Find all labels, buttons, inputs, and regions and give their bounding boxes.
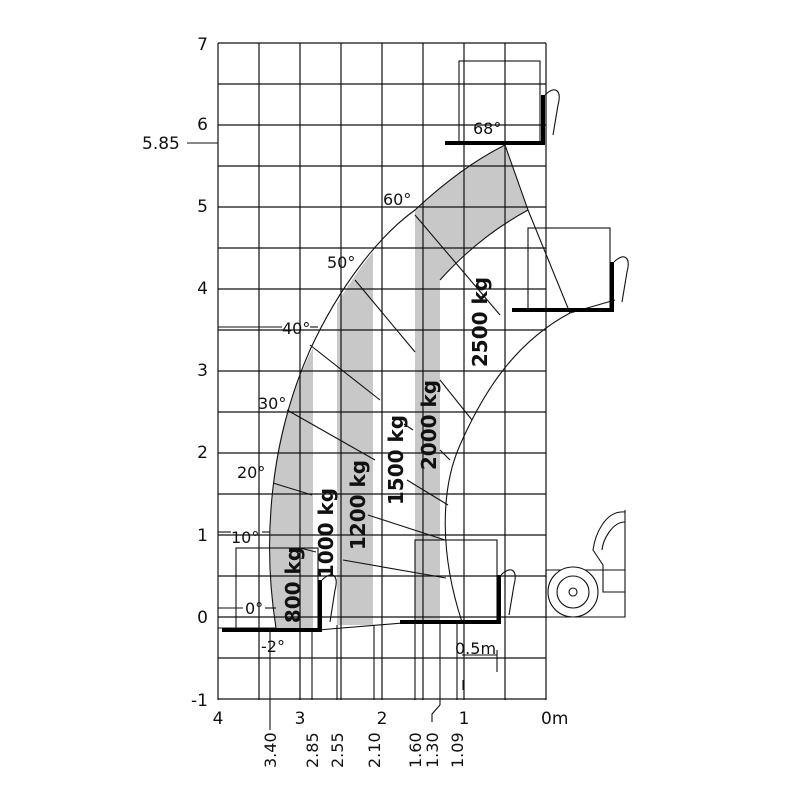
outer-envelope [269, 144, 506, 629]
load-label-1000: 1000 kg [314, 488, 338, 578]
offset-label: 0.5m [455, 639, 496, 658]
load-label-1200: 1200 kg [346, 460, 370, 550]
y-axis: 7 6 5 4 3 2 1 0 -1 [191, 35, 208, 711]
angle-label: 0° [245, 599, 263, 618]
y-tick: 3 [197, 361, 208, 381]
x-tick: 4 [213, 709, 224, 729]
y-tick: 6 [197, 115, 208, 135]
reach-label: 1.30 [423, 732, 442, 768]
load-labels: 800 kg 1000 kg 1200 kg 1500 kg 2000 kg 2… [281, 277, 492, 623]
angle-label: 20° [237, 463, 265, 482]
reach-label: 1.60 [406, 732, 425, 768]
max-height-label: 5.85 [142, 134, 180, 154]
load-label-800: 800 kg [281, 547, 305, 623]
y-tick: 0 [197, 608, 208, 628]
reach-label: 1.09 [448, 732, 467, 768]
offset-marker [462, 650, 498, 690]
x-axis: 4 3 2 1 0m [213, 709, 569, 729]
vehicle-front [545, 510, 626, 618]
band-1200kg [337, 252, 373, 625]
y-tick: 4 [197, 279, 208, 299]
x-tick: 2 [377, 709, 388, 729]
grid [217, 42, 547, 700]
fork-position-middle [512, 227, 629, 312]
reach-label: 3.40 [261, 732, 280, 768]
reach-label: 2.85 [303, 732, 322, 768]
angle-label: 50° [327, 253, 355, 272]
angle-label: 30° [258, 394, 286, 413]
x-tick: 0m [541, 709, 568, 729]
x-tick: 1 [459, 709, 470, 729]
angle-label: 10° [231, 528, 259, 547]
load-label-2000: 2000 kg [417, 380, 441, 470]
load-label-1500: 1500 kg [384, 415, 408, 505]
band-2000-2500kg [415, 145, 528, 622]
band-800kg [270, 348, 313, 628]
angle-label: -2° [261, 637, 285, 656]
load-label-2500: 2500 kg [468, 277, 492, 367]
y-tick: 7 [197, 35, 208, 55]
y-tick: -1 [191, 691, 208, 711]
angle-label: 40° [282, 319, 310, 338]
fork-position-left [222, 547, 337, 632]
y-tick: 1 [197, 526, 208, 546]
fork-position-top [445, 60, 560, 145]
reach-lines [269, 622, 458, 730]
fork-position-right [400, 539, 516, 624]
x-tick: 3 [295, 709, 306, 729]
upper-band-edge [439, 144, 571, 314]
angle-labels: 68° 60° 50° 40° 30° 20° 10° 0° -2° [231, 119, 501, 656]
reach-label: 2.10 [365, 732, 384, 768]
angle-label: 60° [383, 190, 411, 209]
reach-label: 2.55 [328, 732, 347, 768]
y-tick: 2 [197, 443, 208, 463]
y-tick: 5 [197, 197, 208, 217]
angle-label: 68° [473, 119, 501, 138]
reach-labels: 3.40 2.85 2.55 2.10 1.60 1.30 1.09 [261, 732, 467, 768]
inner-envelope [444, 299, 616, 623]
